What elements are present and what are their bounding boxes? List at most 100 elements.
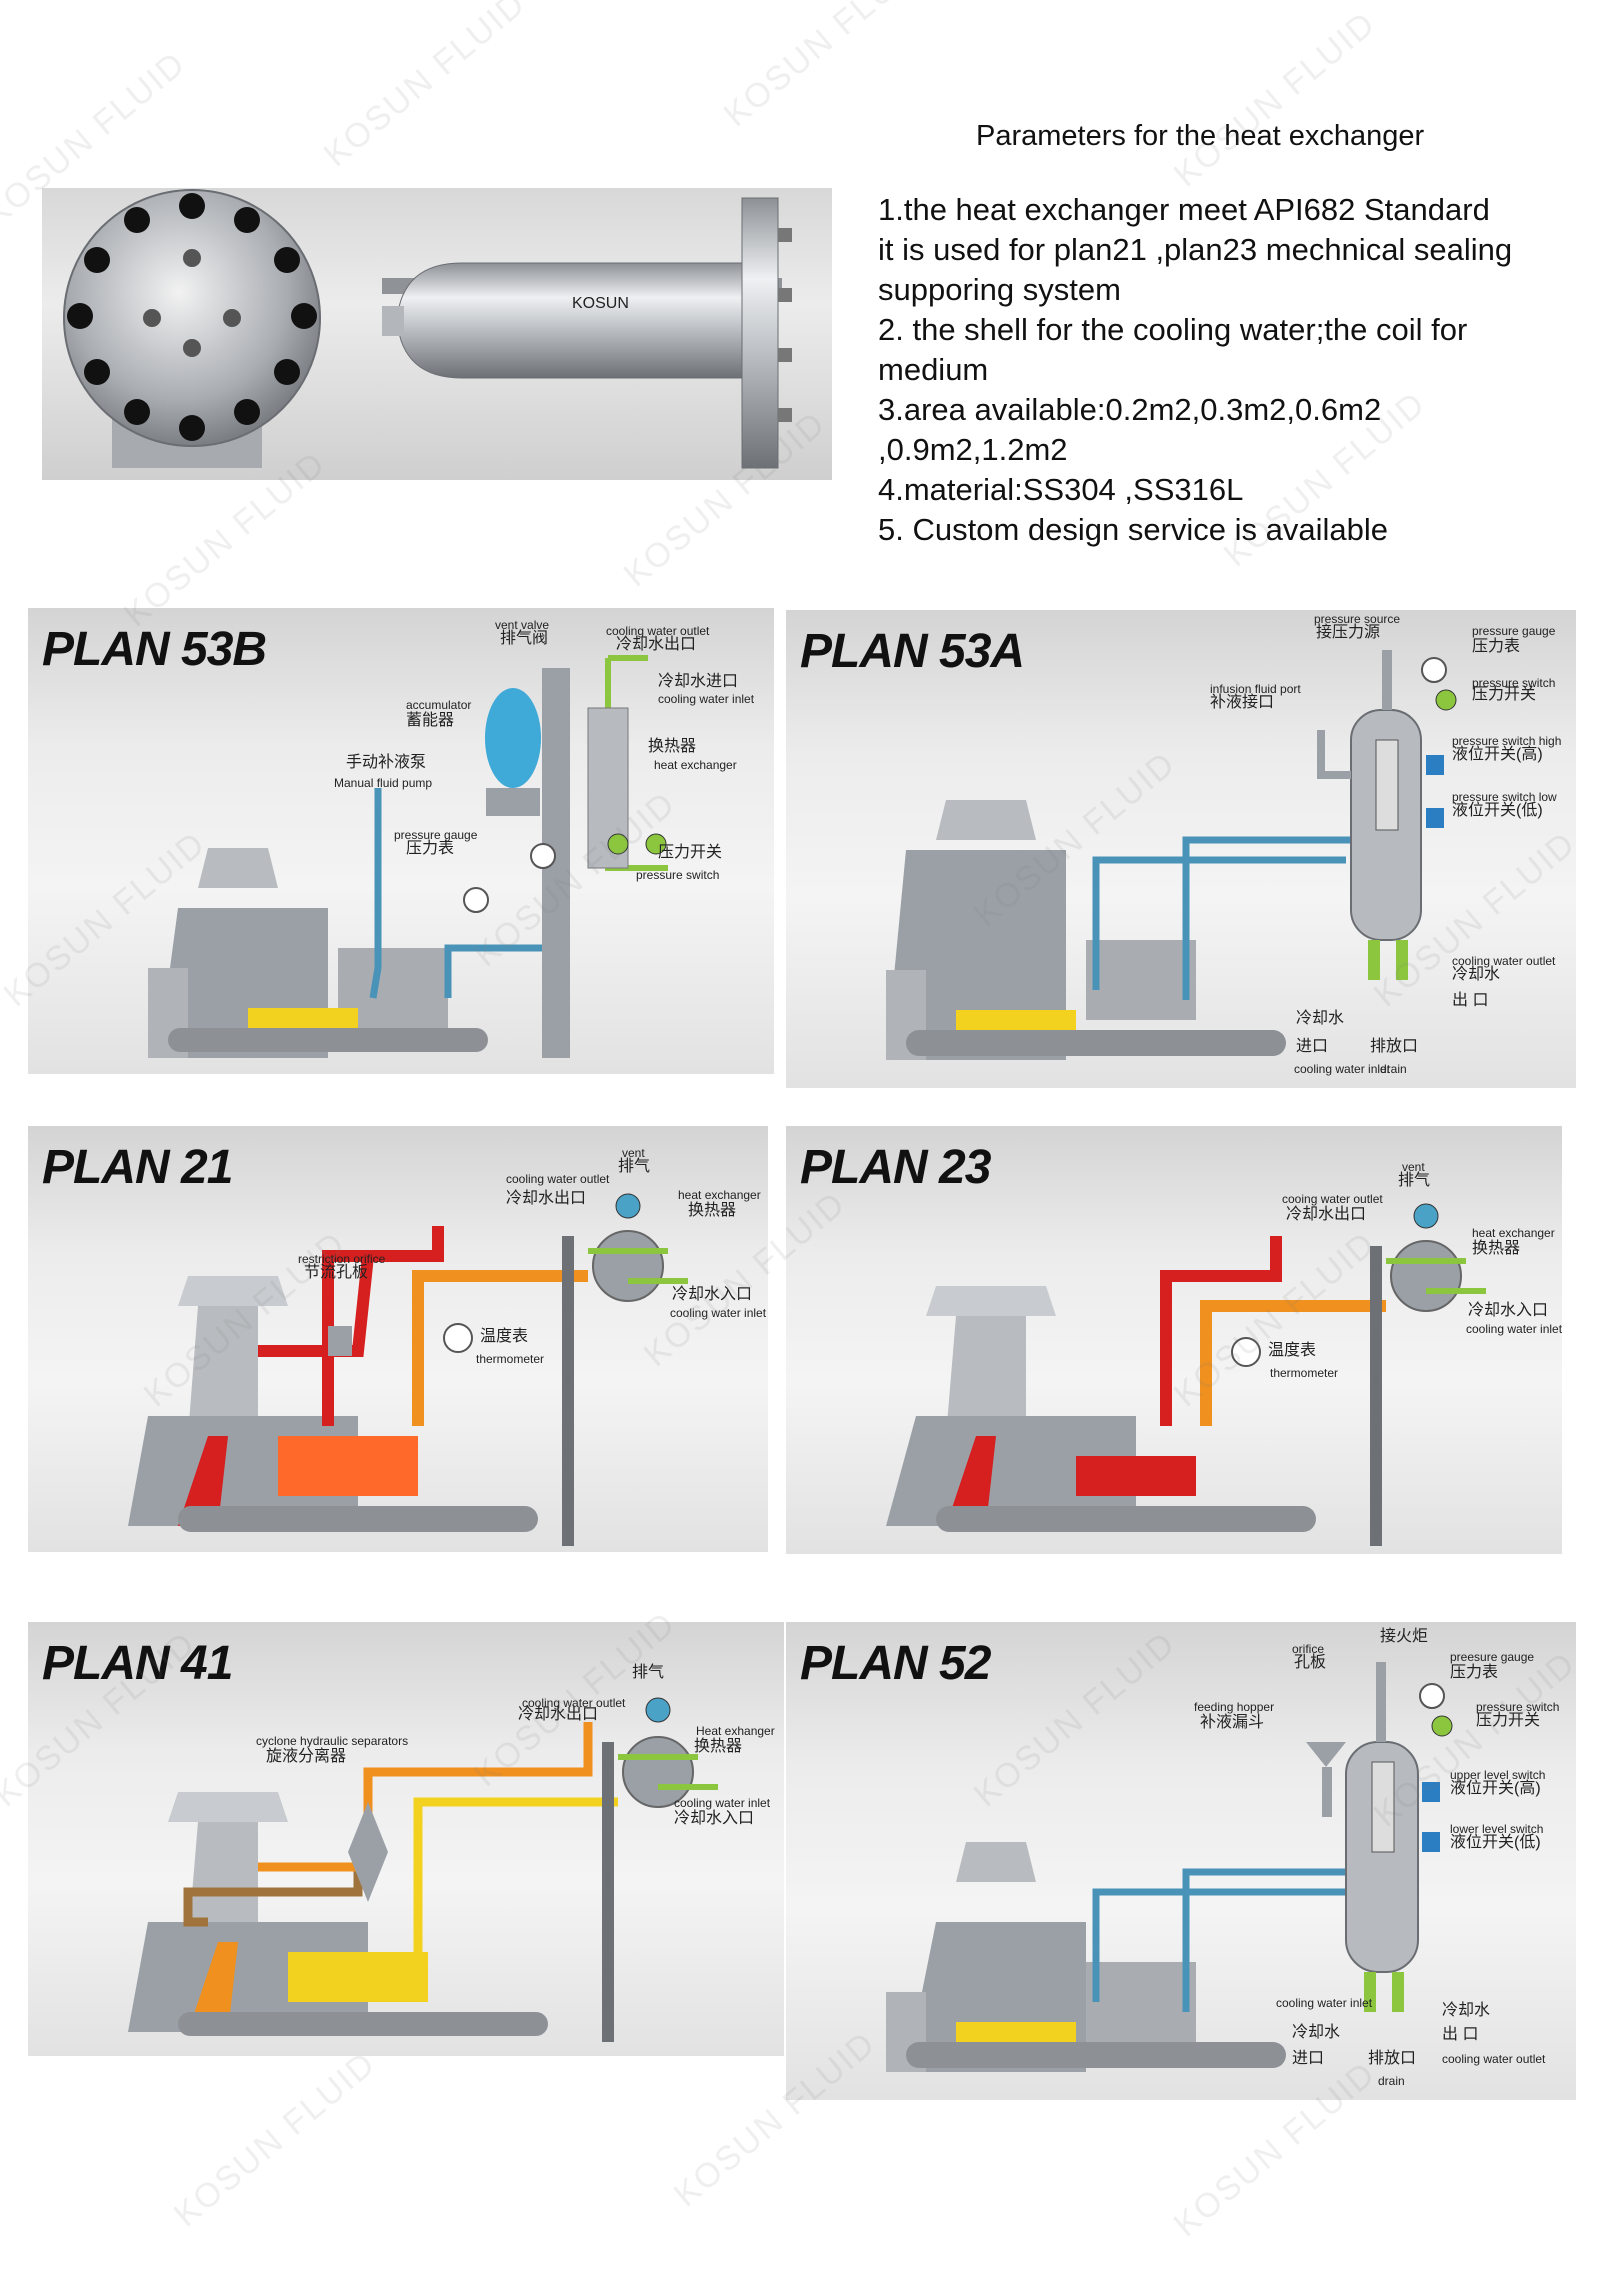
plan-53a-panel: PLAN 53A pressure source 接压力源 pressure g… [786,610,1576,1088]
label: 出 口 [1442,2026,1479,2043]
label: vent valve [495,618,550,632]
label: 液位开关(低) [1452,802,1543,819]
plan-title: PLAN 21 [42,1141,233,1194]
label: pressure switch high [1452,734,1562,748]
params-line: supporing system [878,272,1121,307]
watermark: KOSUN FLUID [1166,4,1384,195]
label: 换热器 [688,1202,737,1219]
label: 压力表 [406,840,455,857]
plan-52-panel: PLAN 52 接火炬 orifice 孔板 preesure gauge 压力… [786,1622,1576,2100]
label: 换热器 [694,1738,743,1755]
label: 压力表 [1472,638,1521,655]
label: preesure gauge [1450,1650,1535,1664]
plan-title: PLAN 23 [800,1141,991,1194]
label: pressure gauge [1472,624,1556,638]
label: 排放口 [1370,1038,1419,1055]
params-line: 5. Custom design service is available [878,512,1389,547]
label: 旋液分离器 [266,1748,347,1765]
label: 压力表 [1450,1664,1499,1681]
label: 接火炬 [1380,1628,1429,1645]
label: 换热器 [1472,1240,1521,1257]
label: 冷却水入口 [1468,1302,1549,1319]
plan-title: PLAN 52 [800,1637,991,1690]
brand-logo: KOSUN [572,295,629,312]
label: cooing water outlet [1282,1192,1383,1206]
label: 进口 [1292,2050,1325,2067]
label: 压力开关 [1472,686,1537,703]
label: infusion fluid port [1210,682,1301,696]
label: 换热器 [648,738,697,755]
label: 冷却水 [1452,966,1501,983]
label: cooling water inlet [1466,1322,1562,1336]
params-line: 2. the shell for the cooling water;the c… [878,312,1468,347]
params-line: it is used for plan21 ,plan23 mechnical … [878,232,1513,267]
plan-title: PLAN 53B [42,623,267,676]
label: thermometer [476,1352,545,1366]
label: vent [622,1146,645,1160]
label: pressure switch [636,868,720,882]
label: 温度表 [480,1328,529,1345]
label: cyclone hydraulic separators [256,1734,409,1748]
label: cooling water inlet [1276,1996,1373,2010]
label: 排放口 [1368,2050,1417,2067]
plan-41-panel: PLAN 41 排气 cooling water outlet 冷却水出口 He… [28,1622,784,2056]
plan-title: PLAN 41 [42,1637,233,1690]
label: pressure switch low [1452,790,1557,804]
label: 压力开关 [1476,1712,1541,1729]
label: 孔板 [1294,1654,1327,1671]
label: cooling water inlet [674,1796,771,1810]
params-line: ,0.9m2,1.2m2 [878,432,1068,467]
label: 排气 [1398,1172,1431,1189]
label: orifice [1292,1642,1325,1656]
label: 液位开关(高) [1452,746,1543,763]
label: 冷却水出口 [616,636,697,653]
label: lower level switch [1450,1822,1544,1836]
heat-exchanger-photo: KOSUN [42,188,832,480]
plan-53b-panel: PLAN 53B vent valve 排气阀 cooling water ou… [28,608,774,1074]
label: restriction orifice [298,1252,386,1266]
label: feeding hopper [1194,1700,1275,1714]
label: 冷却水入口 [674,1810,755,1827]
label: upper level switch [1450,1768,1546,1782]
label: cooling water inlet [658,692,755,706]
label: cooling water inlet [1294,1062,1391,1076]
label: 蓄能器 [406,712,455,729]
label: 冷却水出口 [518,1706,599,1723]
label: pressure source [1314,612,1401,626]
label: cooling water outlet [1452,954,1556,968]
params-line: medium [878,352,989,387]
label: 出 口 [1452,992,1489,1009]
label: 接压力源 [1316,624,1381,641]
label: 液位开关(低) [1450,1834,1541,1851]
label: 冷却水进口 [658,673,739,690]
label: 冷却水出口 [1286,1206,1367,1223]
label: pressure switch [1472,676,1556,690]
label: heat exchanger [654,758,737,772]
label: accumulator [406,698,472,712]
label: 手动补液泵 [346,754,427,771]
label: pressure switch [1476,1700,1560,1714]
plan-23-panel: PLAN 23 vent 排气 cooing water outlet 冷却水出… [786,1126,1562,1554]
label: 液位开关(高) [1450,1780,1541,1797]
label: vent [1402,1160,1425,1174]
label: 冷却水出口 [506,1190,587,1207]
watermark: KOSUN FLUID [166,2044,384,2235]
label: cooling water inlet [670,1306,767,1320]
label: cooling water outlet [522,1696,626,1710]
label: drain [1380,1062,1407,1076]
plan-21-panel: PLAN 21 vent 排气 cooling water outlet 冷却水… [28,1126,768,1552]
label: 补液漏斗 [1200,1714,1265,1731]
label: 温度表 [1268,1342,1317,1359]
label: cooling water outlet [506,1172,610,1186]
label: 冷却水 [1296,1010,1345,1027]
label: 进口 [1296,1038,1329,1055]
label: 排气 [632,1664,665,1681]
params-line: 1.the heat exchanger meet API682 Standar… [878,192,1490,227]
label: 补液接口 [1210,694,1275,711]
label: heat exchanger [678,1188,761,1202]
label: cooling water outlet [606,624,710,638]
label: 冷却水 [1442,2002,1491,2019]
label: Manual fluid pump [334,776,433,790]
params-title: Parameters for the heat exchanger [976,120,1425,152]
label: 冷却水 [1292,2024,1341,2041]
